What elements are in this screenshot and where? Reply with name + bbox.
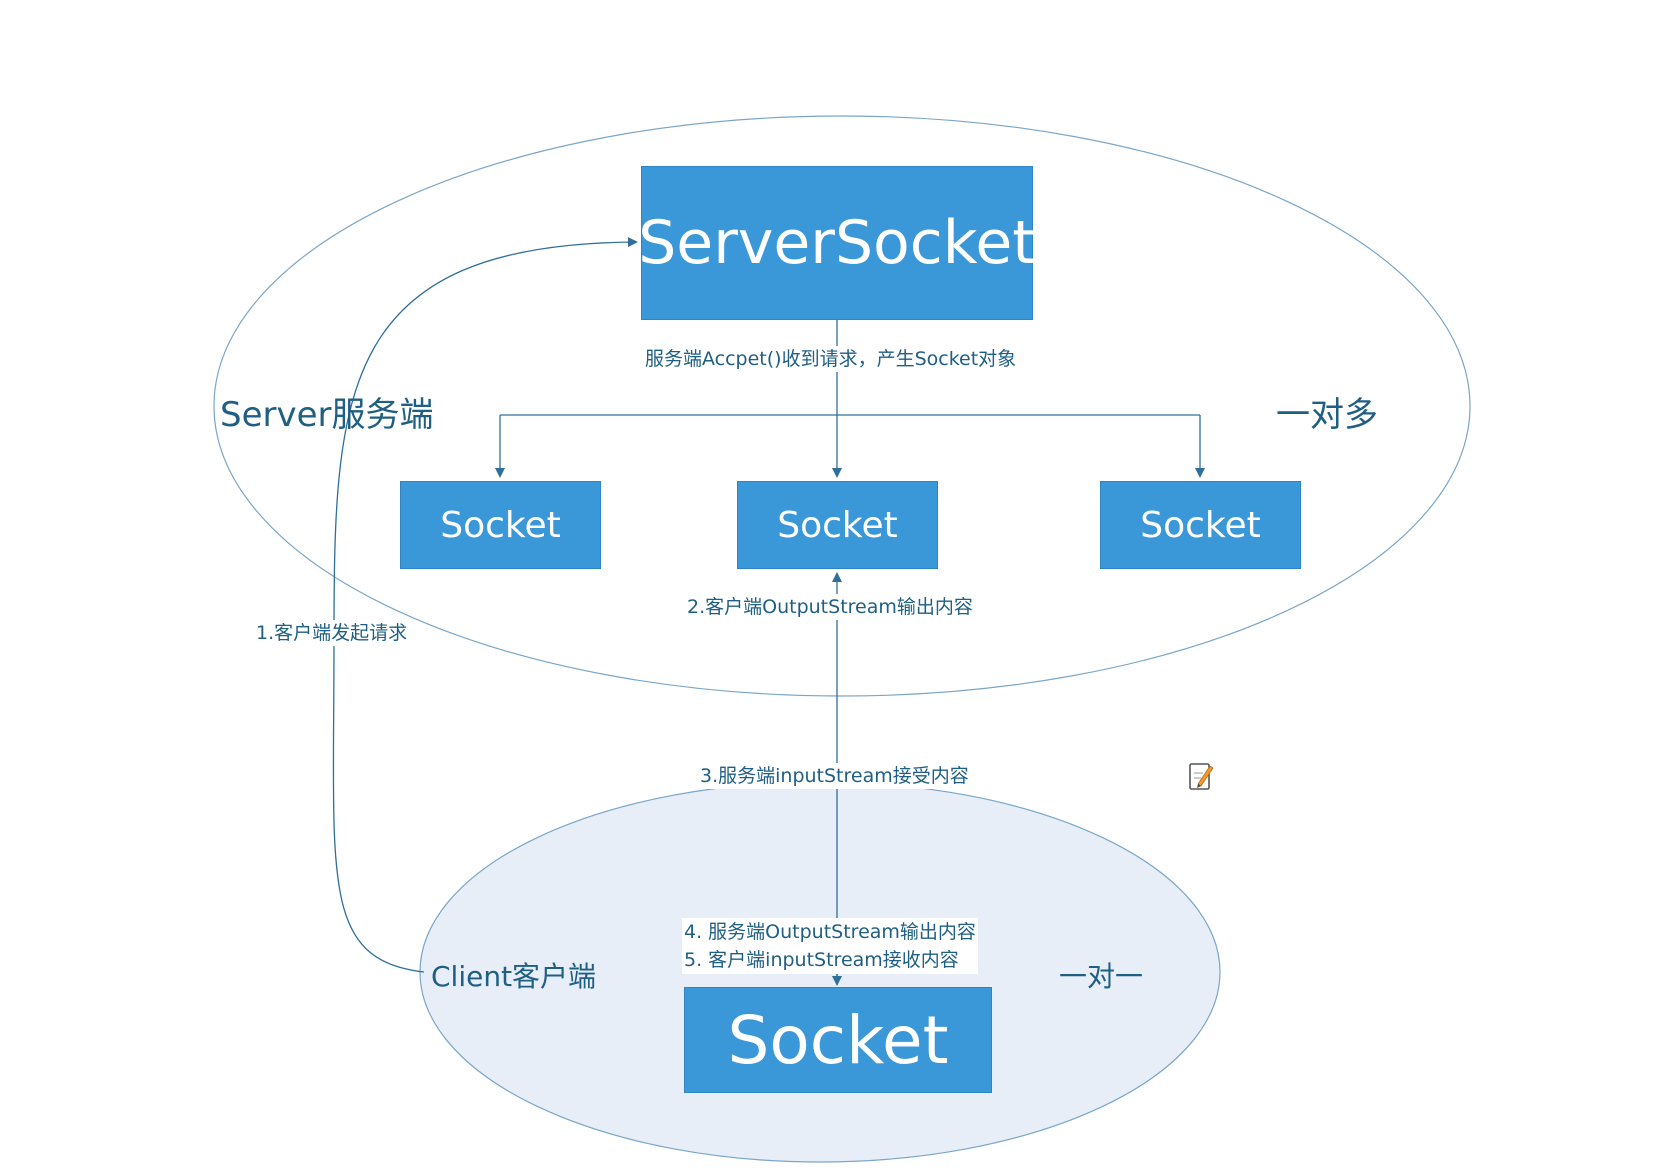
connector-client-request-curve bbox=[332, 237, 638, 973]
server-socket-node: ServerSocket bbox=[638, 166, 1036, 320]
client-socket-node: Socket bbox=[684, 987, 992, 1093]
socket-node-right: Socket bbox=[1100, 481, 1301, 569]
edge-label-accept: 服务端Accpet()收到请求，产生Socket对象 bbox=[643, 346, 1019, 372]
server-region-ellipse bbox=[213, 115, 1471, 697]
edge-label-step4: 4. 服务端OutputStream输出内容 bbox=[684, 921, 976, 943]
edge-label-step3: 3.服务端inputStream接受内容 bbox=[698, 763, 971, 789]
edit-note-icon[interactable] bbox=[1188, 760, 1214, 792]
socket-node-center: Socket bbox=[737, 481, 938, 569]
socket-node-left: Socket bbox=[400, 481, 601, 569]
one-to-many-label: 一对多 bbox=[1276, 395, 1378, 435]
client-region-label: Client客户端 bbox=[431, 960, 597, 993]
edge-label-step1: 1.客户端发起请求 bbox=[254, 620, 410, 646]
edge-label-step5: 5. 客户端inputStream接收内容 bbox=[684, 949, 959, 971]
one-to-one-label: 一对一 bbox=[1059, 960, 1144, 993]
edge-label-step45: 4. 服务端OutputStream输出内容 5. 客户端inputStream… bbox=[682, 918, 978, 974]
edge-label-step2: 2.客户端OutputStream输出内容 bbox=[685, 594, 975, 620]
server-region-label: Server服务端 bbox=[220, 395, 434, 435]
